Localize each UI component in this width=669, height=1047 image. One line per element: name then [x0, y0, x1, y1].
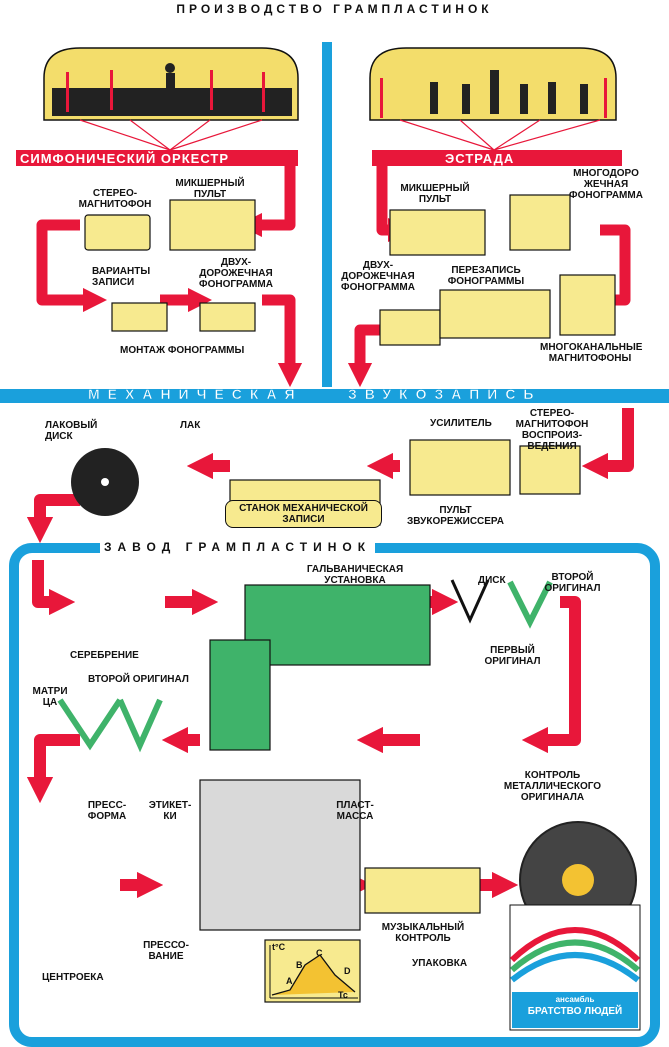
- label-engineer-console: ПУЛЬТ ЗВУКОРЕЖИССЕРА: [407, 505, 504, 527]
- label-rerecord: ПЕРЕЗАПИСЬ ФОНОГРАММЫ: [447, 265, 525, 287]
- label-amplifier: УСИЛИТЕЛЬ: [430, 418, 492, 429]
- banner-symphonic: [16, 150, 298, 166]
- section-symphonic: СИМФОНИЧЕСКИЙ ОРКЕСТР: [20, 151, 229, 166]
- multichannel-recorders: [559, 274, 616, 336]
- divider-vertical: [322, 42, 332, 387]
- engineer-console: [409, 439, 511, 496]
- graph-c-label: C: [316, 948, 323, 958]
- label-mixer-right: МИКШЕРНЫЙ ПУЛЬТ: [400, 183, 470, 205]
- label-stereo-magnitofon: СТЕРЕО- МАГНИТОФОН: [78, 188, 152, 210]
- estrada-stage-image: [369, 47, 617, 121]
- label-plastic: ПЛАСТ- МАССА: [336, 800, 374, 822]
- multitrack-recorder: [509, 194, 571, 251]
- graph-y-label: t°C: [272, 942, 286, 952]
- mixer-right: [389, 209, 486, 256]
- label-galvanic: ГАЛЬВАНИЧЕСКАЯ УСТАНОВКА: [306, 564, 404, 586]
- label-disk: ДИСК: [478, 575, 506, 586]
- label-packaging: УПАКОВКА: [412, 958, 468, 969]
- band-mechanical: [0, 389, 669, 403]
- label-multichannel: МНОГОКАНАЛЬНЫЕ МАГНИТОФОНЫ: [540, 342, 643, 364]
- label-playback-recorder: СТЕРЕО- МАГНИТОФОН ВОСПРОИЗ- ВЕДЕНИЯ: [515, 408, 589, 452]
- playback-recorder: [519, 445, 581, 495]
- press-machine: [199, 779, 361, 931]
- label-silvering: СЕРЕБРЕНИЕ: [70, 650, 139, 661]
- label-lacquer-disc: ЛАКОВЫЙ ДИСК: [45, 420, 98, 442]
- label-labels: ЭТИКЕТ- КИ: [148, 800, 192, 822]
- rerecord-console: [439, 289, 551, 339]
- graph-d-label: D: [344, 966, 351, 976]
- label-second-original-mid: ВТОРОЙ ОРИГИНАЛ: [88, 674, 189, 685]
- label-mixer-left: МИКШЕРНЫЙ ПУЛЬТ: [175, 178, 245, 200]
- label-cutting-lathe: СТАНОК МЕХАНИЧЕСКОЙ ЗАПИСИ: [225, 500, 382, 528]
- section-estrada: ЭСТРАДА: [445, 151, 515, 166]
- label-two-track-left: ДВУХ- ДОРОЖЕЧНАЯ ФОНОГРАММА: [199, 257, 273, 290]
- album-title: БРАТСТВО ЛЮДЕЙ: [527, 1006, 623, 1017]
- edit-recorder-2: [199, 302, 256, 332]
- orchestra-stage-image: [43, 47, 299, 121]
- label-two-track-right: ДВУХ- ДОРОЖЕЧНАЯ ФОНОГРАММА: [341, 260, 415, 293]
- label-first-original: ПЕРВЫЙ ОРИГИНАЛ: [484, 645, 541, 667]
- label-metal-control: КОНТРОЛЬ МЕТАЛЛИЧЕСКОГО ОРИГИНАЛА: [503, 770, 602, 803]
- section-mechanical-left: МЕХАНИЧЕСКАЯ: [88, 386, 303, 403]
- label-press-form: ПРЕСС- ФОРМА: [87, 800, 127, 822]
- label-montage: МОНТАЖ ФОНОГРАММЫ: [120, 345, 245, 356]
- label-lacquer: ЛАК: [180, 420, 201, 431]
- galvanic-unit: [244, 584, 431, 666]
- two-track-recorder-right: [379, 309, 441, 346]
- stereo-recorder-left: [84, 214, 151, 251]
- section-mechanical-right: ЗВУКОЗАПИСЬ: [348, 386, 542, 403]
- mixer-left: [169, 199, 256, 251]
- graph-x-label: Tc: [338, 990, 348, 1000]
- label-music-control: МУЗЫКАЛЬНЫЙ КОНТРОЛЬ: [381, 922, 465, 944]
- label-pressing: ПРЕССО- ВАНИЕ: [143, 940, 189, 962]
- label-second-original-top: ВТОРОЙ ОРИГИНАЛ: [544, 572, 601, 594]
- edit-recorder-1: [111, 302, 168, 332]
- music-control-desk: [364, 867, 481, 914]
- label-matrix: МАТРИ ЦА: [32, 686, 68, 708]
- flow-left-1: [237, 166, 296, 238]
- section-factory: ЗАВОД ГРАМПЛАСТИНОК: [100, 541, 376, 553]
- page-title: ПРОИЗВОДСТВО ГРАМПЛАСТИНОК: [176, 2, 493, 16]
- label-variants: ВАРИАНТЫ ЗАПИСИ: [92, 266, 151, 288]
- album-top-text: ансамбль: [555, 995, 595, 1004]
- galvanic-tank: [209, 639, 271, 751]
- label-multitrack: МНОГОДОРО ЖЕЧНАЯ ФОНОГРАММА: [569, 168, 643, 201]
- label-centering: ЦЕНТРОЕКА: [42, 972, 104, 983]
- banner-estrada: [372, 150, 622, 166]
- graph-a-label: A: [286, 976, 293, 986]
- graph-b-label: B: [296, 960, 303, 970]
